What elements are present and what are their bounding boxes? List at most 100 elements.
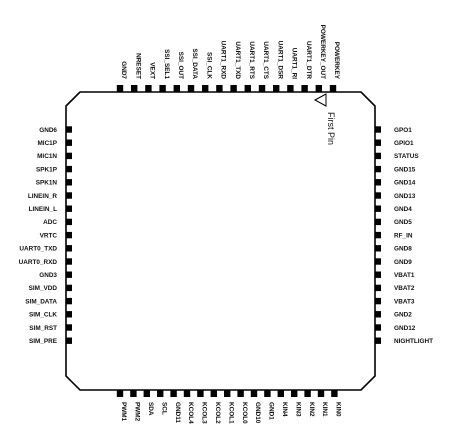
bottom-pin-pad [331,390,338,397]
top-pin-label: SSI_OUT [177,52,184,79]
bottom-pin-pad [116,390,124,397]
left-pin-pad [66,337,72,344]
bottom-pin-pad [197,390,204,397]
bottom-pin-label: KIN0 [335,402,342,417]
bottom-pin-label: KIN4 [281,402,288,417]
left-pin-pad [66,152,72,160]
top-pin-pad [244,85,251,92]
top-pin-pad [187,85,195,92]
right-pin-pad [375,271,381,278]
left-pin-label: UART0_RXD [19,259,58,266]
left-pin-pad [66,245,72,252]
left-pin-label: SIM_CLK [29,312,57,319]
bottom-pin-label: PWM1 [120,402,127,422]
left-pin-pad [66,258,72,265]
right-pin-pad [375,152,381,160]
top-pin-pad [329,85,337,92]
top-pin-pad [301,85,308,92]
bottom-pin-pad [304,390,311,397]
right-pin-pad [375,179,381,186]
left-pin-label: SIM_PRE [29,338,58,345]
bottom-pin-pad [183,390,191,397]
right-pin-pad [375,218,381,226]
left-pin-label: GND6 [39,127,57,134]
top-pin-label: NRESET [134,53,141,79]
bottom-pin-label: KIN2 [308,402,315,417]
right-pin-label: GND13 [394,193,416,200]
top-pin-pad [159,85,166,92]
top-pin-label: UART1_RTS [248,41,255,79]
bottom-pin-label: KCOL2 [214,402,221,424]
bottom-pin-label: KIN1 [321,402,328,417]
top-pin-label: UART1_TXD [234,41,241,79]
bottom-pin-pad [291,390,298,397]
bottom-pin-pad [237,390,244,397]
bottom-pin-pad [143,390,150,397]
right-pin-label: RF_IN [394,232,413,239]
top-pin-label: UART1_DSR [276,41,283,80]
left-pin-pad [66,165,72,173]
left-pin-pad [66,231,72,239]
right-pin-label: GND15 [394,166,416,173]
top-pin-label: UART1_DTR [305,41,312,79]
left-pin-pad [66,284,72,292]
left-pin-pad [66,271,72,278]
left-pin-pad [66,311,72,318]
right-pin-pad [375,231,381,239]
right-pin-pad [375,297,381,305]
bottom-pin-label: KCOL0 [241,402,248,424]
top-pin-pad [287,85,294,92]
top-pin-label: POWERKEY [333,42,340,80]
left-pin-label: LINEIN_L [29,206,58,213]
right-pin-label: GPO1 [394,127,412,134]
bottom-pin-label: PWM2 [134,402,141,422]
top-pin-label: SSI_SEL1 [163,49,170,79]
bottom-pin-label: KIN3 [294,402,301,417]
bottom-pin-label: KCOL4 [187,402,194,424]
bottom-pin-pad [170,390,177,397]
top-pin-label: UART1_RXD [220,41,227,80]
left-pin-pad [66,179,72,186]
top-pin-label: GND7 [120,61,127,79]
top-pin-label: SSI_CLK [205,52,212,79]
bottom-pin-label: GND11 [174,402,181,423]
bottom-pin-pad [317,390,325,397]
bottom-pin-pad [250,390,258,397]
right-pin-label: GND14 [394,180,416,187]
top-pin-pad [216,85,223,92]
top-pin-pad [258,85,266,92]
left-pin-label: VRTC [40,232,58,239]
bottom-pin-label: SDA [147,402,154,416]
left-pin-label: ADC [43,219,57,226]
first-pin-label: First Pin [326,112,336,145]
top-pin-pad [230,85,237,92]
left-pin-pad [66,218,72,226]
right-pin-label: VBAT2 [394,285,415,292]
right-pin-label: STATUS [394,153,419,160]
left-pin-label: SIM_RST [29,325,57,332]
right-pin-pad [375,126,381,133]
top-pin-label: UART1_RI [291,48,298,79]
left-pin-pad [66,205,72,212]
pin-pads [66,85,381,397]
right-pin-pad [375,324,381,331]
right-pin-label: GND2 [394,312,412,319]
right-pin-label: NIGHTLIGHT [394,338,433,345]
right-pin-pad [375,311,381,318]
right-pin-pad [375,205,381,212]
right-pin-pad [375,258,381,265]
left-pin-label: SPK1P [36,166,58,173]
right-pin-label: VBAT3 [394,298,415,305]
left-pin-label: SPK1N [36,180,58,187]
right-pin-label: VBAT1 [394,272,415,279]
right-pin-pad [375,165,381,173]
bottom-pin-label: GND10 [254,402,261,424]
right-pin-label: GND4 [394,206,412,213]
top-pin-pad [202,85,209,92]
top-pin-pad [131,85,138,92]
left-pin-label: SIM_VDD [29,285,58,292]
left-pin-label: GND3 [39,272,57,279]
first-pin-marker-icon [313,93,327,107]
bottom-pin-pad [157,390,164,397]
bottom-pin-label: KCOL1 [227,402,234,424]
